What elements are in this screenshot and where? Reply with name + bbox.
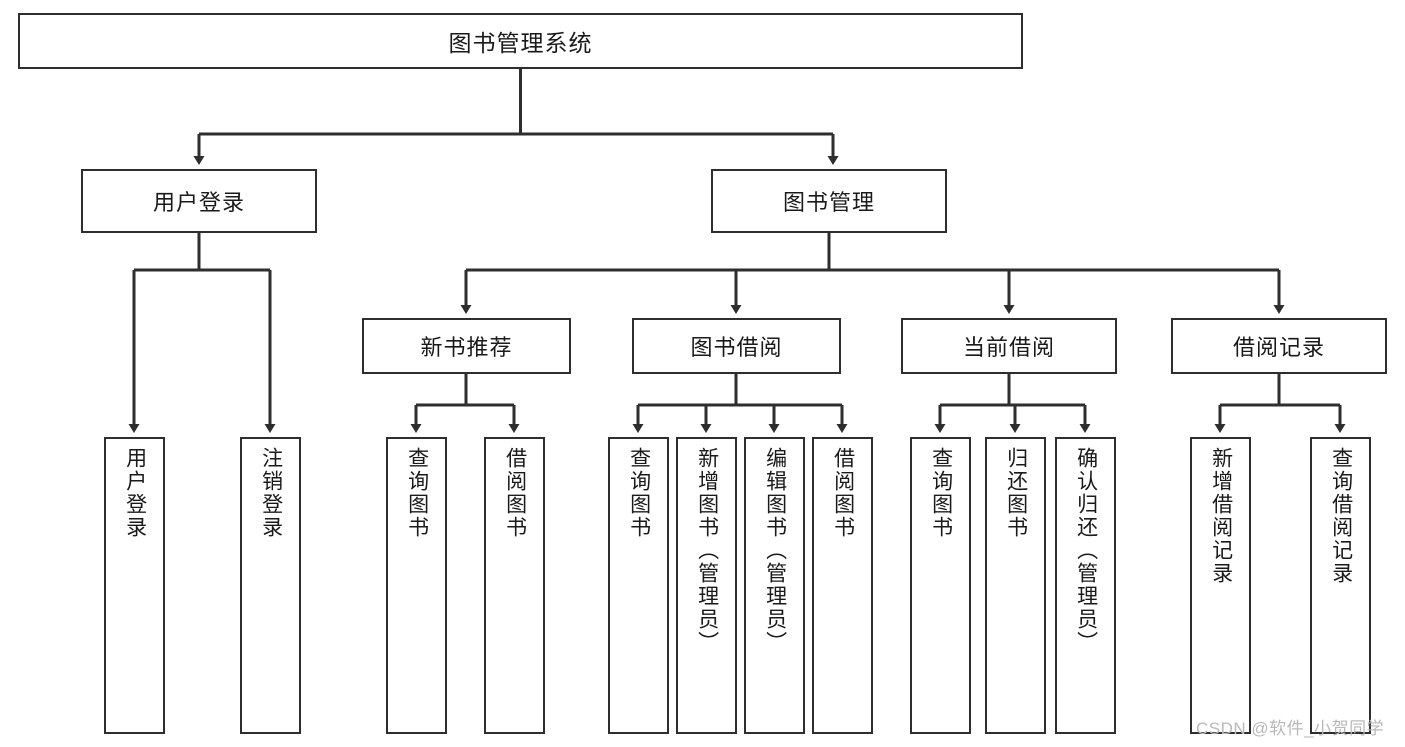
node-book-borrow[interactable]: 图书借阅 xyxy=(632,318,841,374)
node-leaf-query-book-1-label: 查询图书 xyxy=(405,447,429,539)
node-new-book-recommend[interactable]: 新书推荐 xyxy=(362,318,571,374)
node-leaf-borrow-book-2-label: 借阅图书 xyxy=(831,447,855,539)
node-leaf-query-record[interactable]: 查询借阅记录 xyxy=(1310,437,1371,734)
node-book-manage[interactable]: 图书管理 xyxy=(711,169,947,233)
node-leaf-borrow-book-1-label: 借阅图书 xyxy=(503,447,527,539)
node-user-login[interactable]: 用户登录 xyxy=(81,169,317,233)
node-leaf-query-record-label: 查询借阅记录 xyxy=(1329,447,1353,585)
node-leaf-query-book-2-label: 查询图书 xyxy=(627,447,651,539)
node-root[interactable]: 图书管理系统 xyxy=(18,13,1023,69)
node-leaf-query-book-3[interactable]: 查询图书 xyxy=(910,437,971,734)
node-new-book-recommend-label: 新书推荐 xyxy=(420,335,513,360)
node-leaf-confirm-return[interactable]: 确认归还（管理员） xyxy=(1055,437,1116,734)
node-leaf-user-login-label: 用户登录 xyxy=(123,447,147,539)
csdn-watermark: CSDN @软件_小贺同学 xyxy=(1196,719,1385,738)
node-current-borrow[interactable]: 当前借阅 xyxy=(901,318,1117,374)
node-user-login-label: 用户登录 xyxy=(152,190,245,215)
node-leaf-edit-book[interactable]: 编辑图书（管理员） xyxy=(744,437,805,734)
node-leaf-confirm-return-label: 确认归还（管理员） xyxy=(1074,447,1098,654)
node-leaf-add-record[interactable]: 新增借阅记录 xyxy=(1190,437,1251,734)
node-leaf-return-book[interactable]: 归还图书 xyxy=(985,437,1046,734)
node-leaf-borrow-book-1[interactable]: 借阅图书 xyxy=(484,437,545,734)
node-borrow-record-label: 借阅记录 xyxy=(1232,335,1325,360)
node-book-borrow-label: 图书借阅 xyxy=(690,335,783,360)
node-current-borrow-label: 当前借阅 xyxy=(962,335,1055,360)
node-leaf-query-book-3-label: 查询图书 xyxy=(929,447,953,539)
node-leaf-borrow-book-2[interactable]: 借阅图书 xyxy=(812,437,873,734)
node-root-label: 图书管理系统 xyxy=(448,30,593,56)
node-leaf-edit-book-label: 编辑图书（管理员） xyxy=(763,447,787,654)
node-leaf-add-book[interactable]: 新增图书（管理员） xyxy=(676,437,737,734)
node-leaf-query-book-1[interactable]: 查询图书 xyxy=(386,437,447,734)
node-leaf-query-book-2[interactable]: 查询图书 xyxy=(608,437,669,734)
node-leaf-user-login[interactable]: 用户登录 xyxy=(104,437,165,734)
node-leaf-logout-label: 注销登录 xyxy=(259,447,283,539)
node-leaf-add-record-label: 新增借阅记录 xyxy=(1209,447,1233,585)
node-book-manage-label: 图书管理 xyxy=(782,190,875,215)
node-leaf-add-book-label: 新增图书（管理员） xyxy=(695,447,719,654)
node-leaf-logout[interactable]: 注销登录 xyxy=(240,437,301,734)
node-borrow-record[interactable]: 借阅记录 xyxy=(1171,318,1387,374)
node-leaf-return-book-label: 归还图书 xyxy=(1004,447,1028,539)
